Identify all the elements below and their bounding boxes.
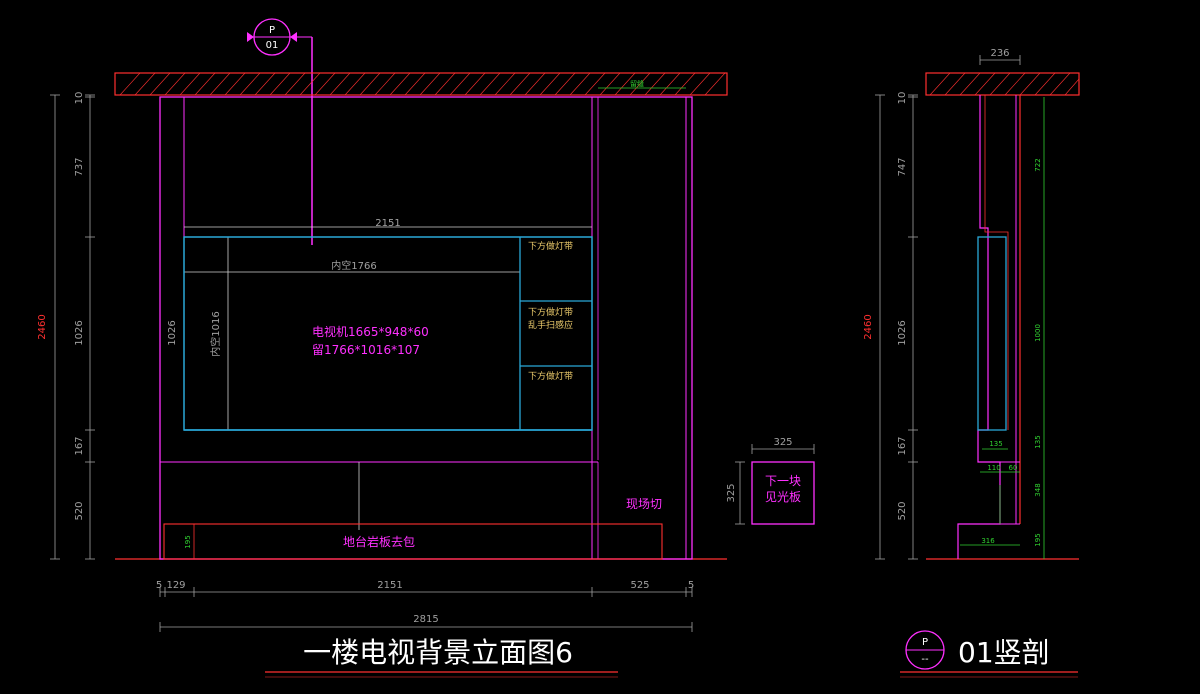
section-green-195: 195 — [1034, 533, 1042, 546]
section-title: 01竖剖 — [958, 636, 1050, 669]
tv-size-label: 电视机1665*948*60 — [312, 324, 429, 339]
bottom-dim-5a: 5 — [156, 580, 162, 591]
section-dim-520: 520 — [897, 501, 908, 520]
elev-dim-737: 737 — [74, 157, 85, 176]
shelf-note-1: 下方做灯带 — [528, 240, 573, 252]
section-green-722: 722 — [1034, 158, 1042, 171]
section-small-110: 110 — [987, 464, 1000, 472]
section-marker: P 01 — [247, 18, 313, 245]
bottom-dim-2151: 2151 — [377, 580, 402, 591]
section-marker-top: P — [269, 25, 275, 36]
bottom-dim-5b: 5 — [688, 580, 694, 591]
shelf-note-2a: 下方做灯带 — [528, 306, 573, 318]
section-dim-10: 10 — [897, 92, 908, 105]
site-cut-note: 现场切 — [626, 497, 662, 511]
section-small-135: 135 — [989, 440, 1002, 448]
elev-dim-1026: 1026 — [74, 320, 85, 345]
inner-height-label: 内空1016 — [209, 311, 222, 356]
section-symbol-bottom: -- — [921, 654, 929, 665]
elevation-title: 一楼电视背景立面图6 — [303, 636, 573, 669]
section-symbol-top: P — [922, 637, 928, 648]
section-dim-747: 747 — [897, 157, 908, 176]
section-small-316: 316 — [981, 537, 995, 545]
top-width-label: 2151 — [375, 218, 400, 229]
plinth-height-note: 195 — [184, 535, 192, 548]
ceiling-gap-note: 留缝 — [630, 79, 644, 88]
inner-width-label: 内空1766 — [331, 259, 376, 272]
panel-height: 325 — [726, 483, 737, 502]
tv-niche-size-label: 留1766*1016*107 — [312, 343, 420, 357]
section-total-height: 2460 — [863, 314, 874, 339]
section-marker-bottom: 01 — [266, 40, 279, 51]
section-view: 722 1000 135 348 195 135 110 60 316 236 … — [863, 48, 1080, 678]
section-dim-1026: 1026 — [897, 320, 908, 345]
overall-width-dim: 2815 — [413, 614, 438, 625]
section-green-1000: 1000 — [1034, 324, 1042, 342]
stone-plinth — [163, 523, 663, 560]
elev-dim-167: 167 — [74, 436, 85, 455]
section-top-dim: 236 — [990, 48, 1009, 59]
section-small-60: 60 — [1009, 464, 1018, 472]
light-panel-detail: 325 325 下一块 见光板 — [726, 437, 815, 525]
section-dim-167: 167 — [897, 436, 908, 455]
section-ceiling — [925, 72, 1080, 96]
elev-total-height: 2460 — [37, 314, 48, 339]
ceiling-slab — [114, 72, 728, 96]
inner-height-left: 1026 — [167, 320, 178, 345]
elev-dim-10: 10 — [74, 92, 85, 105]
plinth-note: 地台岩板去包 — [343, 534, 415, 549]
panel-width: 325 — [773, 437, 792, 448]
section-green-348: 348 — [1034, 483, 1042, 496]
bottom-dim-129: 129 — [166, 580, 185, 591]
shelf-note-2b: 乱手扫感应 — [528, 319, 573, 331]
section-green-135: 135 — [1034, 435, 1042, 448]
panel-label-1: 下一块 — [765, 474, 801, 488]
bottom-dim-525: 525 — [630, 580, 649, 591]
elevation-view: 留缝 2151 内空1766 1026 内空1016 电视机1665*948*6… — [37, 72, 728, 678]
panel-label-2: 见光板 — [765, 490, 801, 504]
elev-dim-520: 520 — [74, 501, 85, 520]
shelf-note-3: 下方做灯带 — [528, 370, 573, 382]
